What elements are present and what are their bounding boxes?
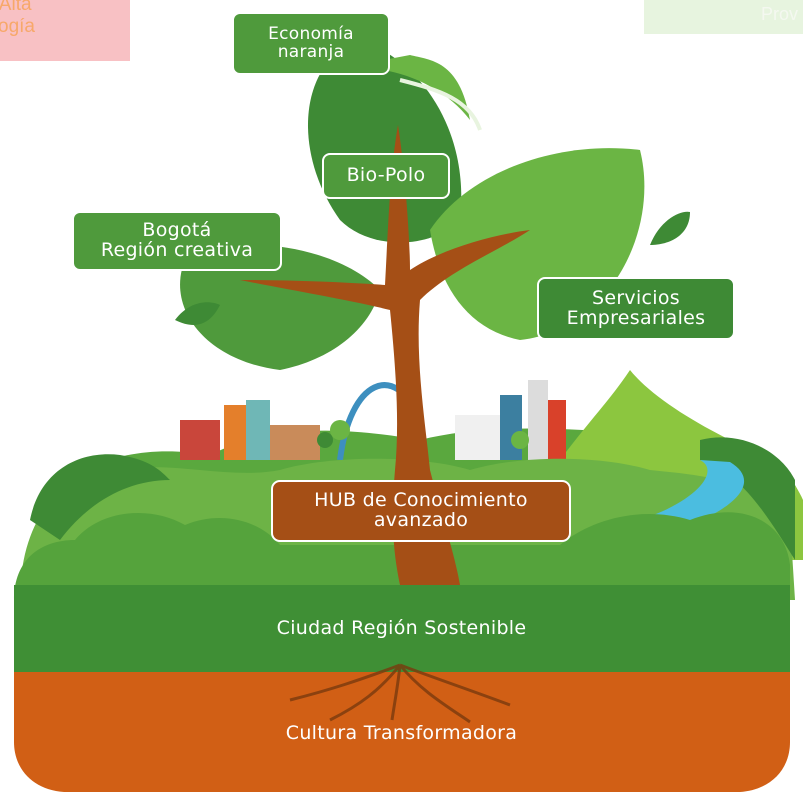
leaf-small-right bbox=[650, 211, 690, 245]
economia-naranja-line2: naranja bbox=[277, 41, 345, 62]
leaf-small-left bbox=[175, 302, 220, 325]
small-tree bbox=[317, 432, 333, 448]
hub-line1: HUB de Conocimiento bbox=[314, 489, 528, 512]
leaf-arc-top bbox=[399, 78, 482, 131]
ground-band bbox=[14, 585, 790, 672]
roots bbox=[289, 663, 511, 724]
small-tree bbox=[511, 431, 529, 449]
hub-line2: avanzado bbox=[373, 509, 469, 531]
ciudad-region-label: Ciudad Región Sostenible bbox=[150, 612, 653, 646]
economia-naranja-label: Economía naranja bbox=[232, 12, 390, 75]
leaf-left bbox=[180, 244, 380, 370]
cultura-text: Cultura Transformadora bbox=[285, 722, 518, 745]
soil-band bbox=[14, 672, 790, 792]
hub-conocimiento-label: HUB de Conocimiento avanzado bbox=[271, 480, 571, 542]
cropped-tag-right: Prov bbox=[644, 0, 803, 34]
bio-polo-text: Bio-Polo bbox=[346, 164, 426, 187]
bogota-region-label: Bogotá Región creativa bbox=[72, 211, 282, 271]
economia-naranja-line1: Economía bbox=[268, 23, 354, 44]
bio-polo-label: Bio-Polo bbox=[322, 153, 450, 199]
cropped-tag-left: e Alta ogía bbox=[0, 0, 130, 61]
green-hills-dark bbox=[30, 454, 170, 540]
bogota-region-line2: Región creativa bbox=[100, 239, 254, 261]
servicios-empresariales-label: Servicios Empresariales bbox=[537, 277, 735, 340]
leaf-top-light bbox=[330, 55, 470, 120]
servicios-line1: Servicios bbox=[591, 286, 681, 309]
cropped-tag-right-text: Prov bbox=[761, 4, 799, 24]
ciudad-region-text: Ciudad Región Sostenible bbox=[276, 617, 527, 640]
bogota-region-line1: Bogotá bbox=[142, 219, 212, 242]
cropped-tag-left-line1: e Alta bbox=[0, 0, 32, 15]
cultura-transformadora-label: Cultura Transformadora bbox=[150, 717, 653, 751]
small-tree bbox=[330, 420, 350, 440]
servicios-line2: Empresariales bbox=[566, 306, 706, 329]
cropped-tag-left-line2: ogía bbox=[0, 16, 35, 37]
